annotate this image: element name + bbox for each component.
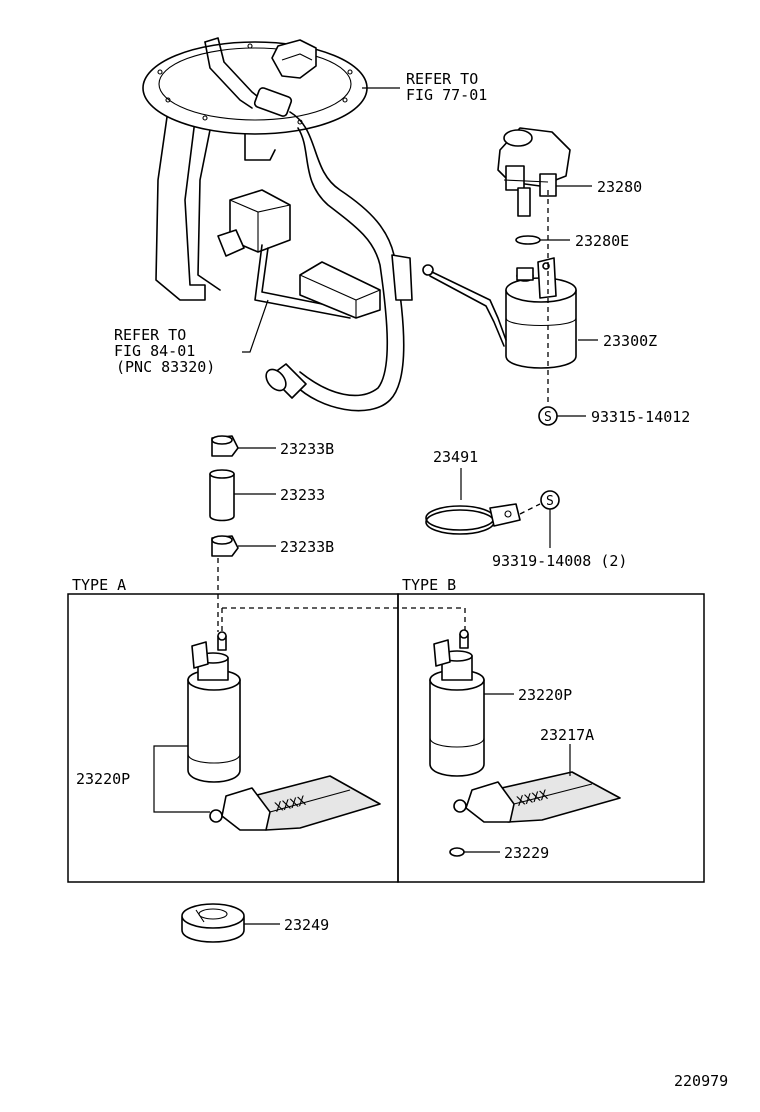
washer-23229	[449, 847, 465, 857]
hose-clamp-top	[211, 435, 239, 457]
diagram-number: 220979	[674, 1072, 728, 1090]
o-ring-23280E	[515, 235, 541, 245]
hose-clamp-bottom	[211, 535, 239, 557]
part-23229: 23229	[504, 844, 549, 862]
part-23280: 23280	[597, 178, 642, 196]
fuel-pump-type-a	[187, 631, 241, 783]
strainer-mark-type-a: XXXX	[273, 794, 307, 816]
refer-fig-84-line3: (PNC 83320)	[116, 358, 215, 376]
part-23233B-bottom: 23233B	[280, 538, 334, 556]
refer-fig-84-line2: FIG 84-01	[114, 342, 195, 360]
fuel-pump-type-b	[429, 629, 485, 777]
s-mark-2: S	[546, 494, 554, 509]
part-23217A: 23217A	[540, 726, 594, 744]
pump-cushion	[181, 903, 245, 943]
strainer-mark-type-b: XXXX	[515, 788, 549, 810]
refer-fig-84-line1: REFER TO	[114, 326, 186, 344]
part-23233B-top: 23233B	[280, 440, 334, 458]
s-mark-1: S	[544, 410, 552, 425]
fuel-sender-assembly	[142, 37, 413, 412]
type-b-label: TYPE B	[402, 576, 456, 594]
fuel-filter	[422, 257, 577, 369]
refer-fig-77-line1: REFER TO	[406, 70, 478, 88]
type-b-box	[397, 593, 705, 883]
strainer-type-b: XXXX	[453, 771, 621, 823]
type-a-label: TYPE A	[72, 576, 126, 594]
part-23300Z: 23300Z	[603, 332, 657, 350]
part-23280E: 23280E	[575, 232, 629, 250]
part-93315-14012: 93315-14012	[591, 408, 690, 426]
part-23491: 23491	[433, 448, 478, 466]
strainer-type-a: XXXX	[209, 775, 381, 831]
part-23249: 23249	[284, 916, 329, 934]
part-23220P-type-b: 23220P	[518, 686, 572, 704]
part-23233: 23233	[280, 486, 325, 504]
pressure-regulator	[497, 127, 571, 217]
part-93319-14008: 93319-14008 (2)	[492, 552, 627, 570]
refer-fig-77-line2: FIG 77-01	[406, 86, 487, 104]
band-clamp	[425, 503, 521, 535]
fuel-hose-23233	[209, 469, 235, 522]
part-23220P-type-a: 23220P	[76, 770, 130, 788]
